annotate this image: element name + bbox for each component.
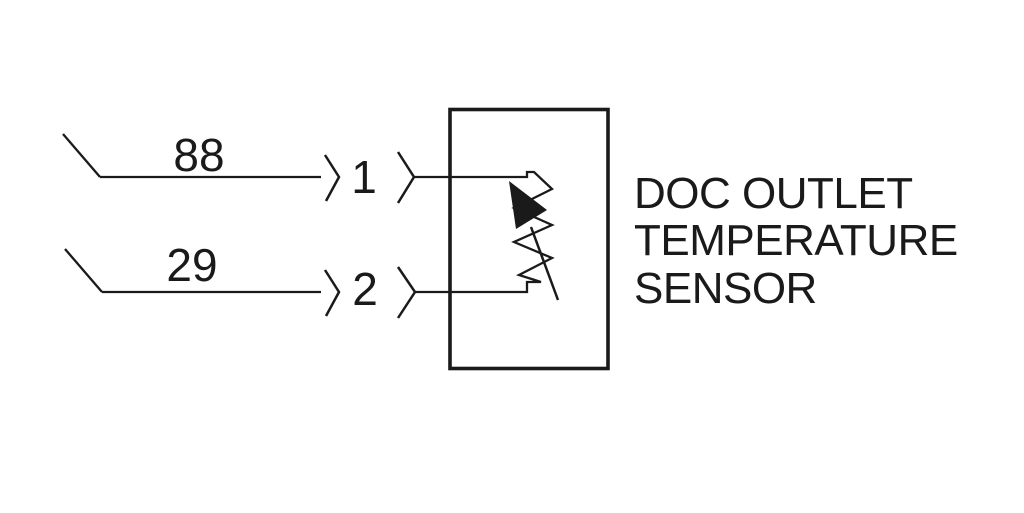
- wire-88-break-line: [62, 133, 101, 178]
- sensor-box: [448, 107, 610, 371]
- sensor-label-line-1: DOC OUTLET: [634, 169, 913, 218]
- wire-29-group: 29 2: [64, 239, 417, 319]
- thermistor-arrowhead-icon: [509, 181, 547, 229]
- sensor-label: DOC OUTLET TEMPERATURE SENSOR: [634, 169, 958, 313]
- pin-1-connector-icon: [396, 151, 416, 204]
- wire-88-connector-chevron-icon: [323, 154, 341, 202]
- sensor-label-line-2: TEMPERATURE: [634, 216, 958, 265]
- wire-29-number-label: 29: [166, 239, 217, 291]
- thermistor-arrow-line: [529, 226, 560, 301]
- pin-2-connector-icon: [396, 266, 417, 319]
- pin-1-label: 1: [351, 151, 377, 203]
- wire-88-group: 88 1: [62, 129, 416, 204]
- pin-2-label: 2: [352, 263, 378, 315]
- sensor-component-group: [414, 107, 610, 371]
- wire-29-break-line: [64, 248, 103, 293]
- wire-88-number-label: 88: [173, 129, 224, 181]
- wire-29-connector-chevron-icon: [323, 269, 341, 317]
- thermistor-zigzag-icon: [414, 170, 555, 294]
- sensor-label-line-3: SENSOR: [634, 264, 817, 313]
